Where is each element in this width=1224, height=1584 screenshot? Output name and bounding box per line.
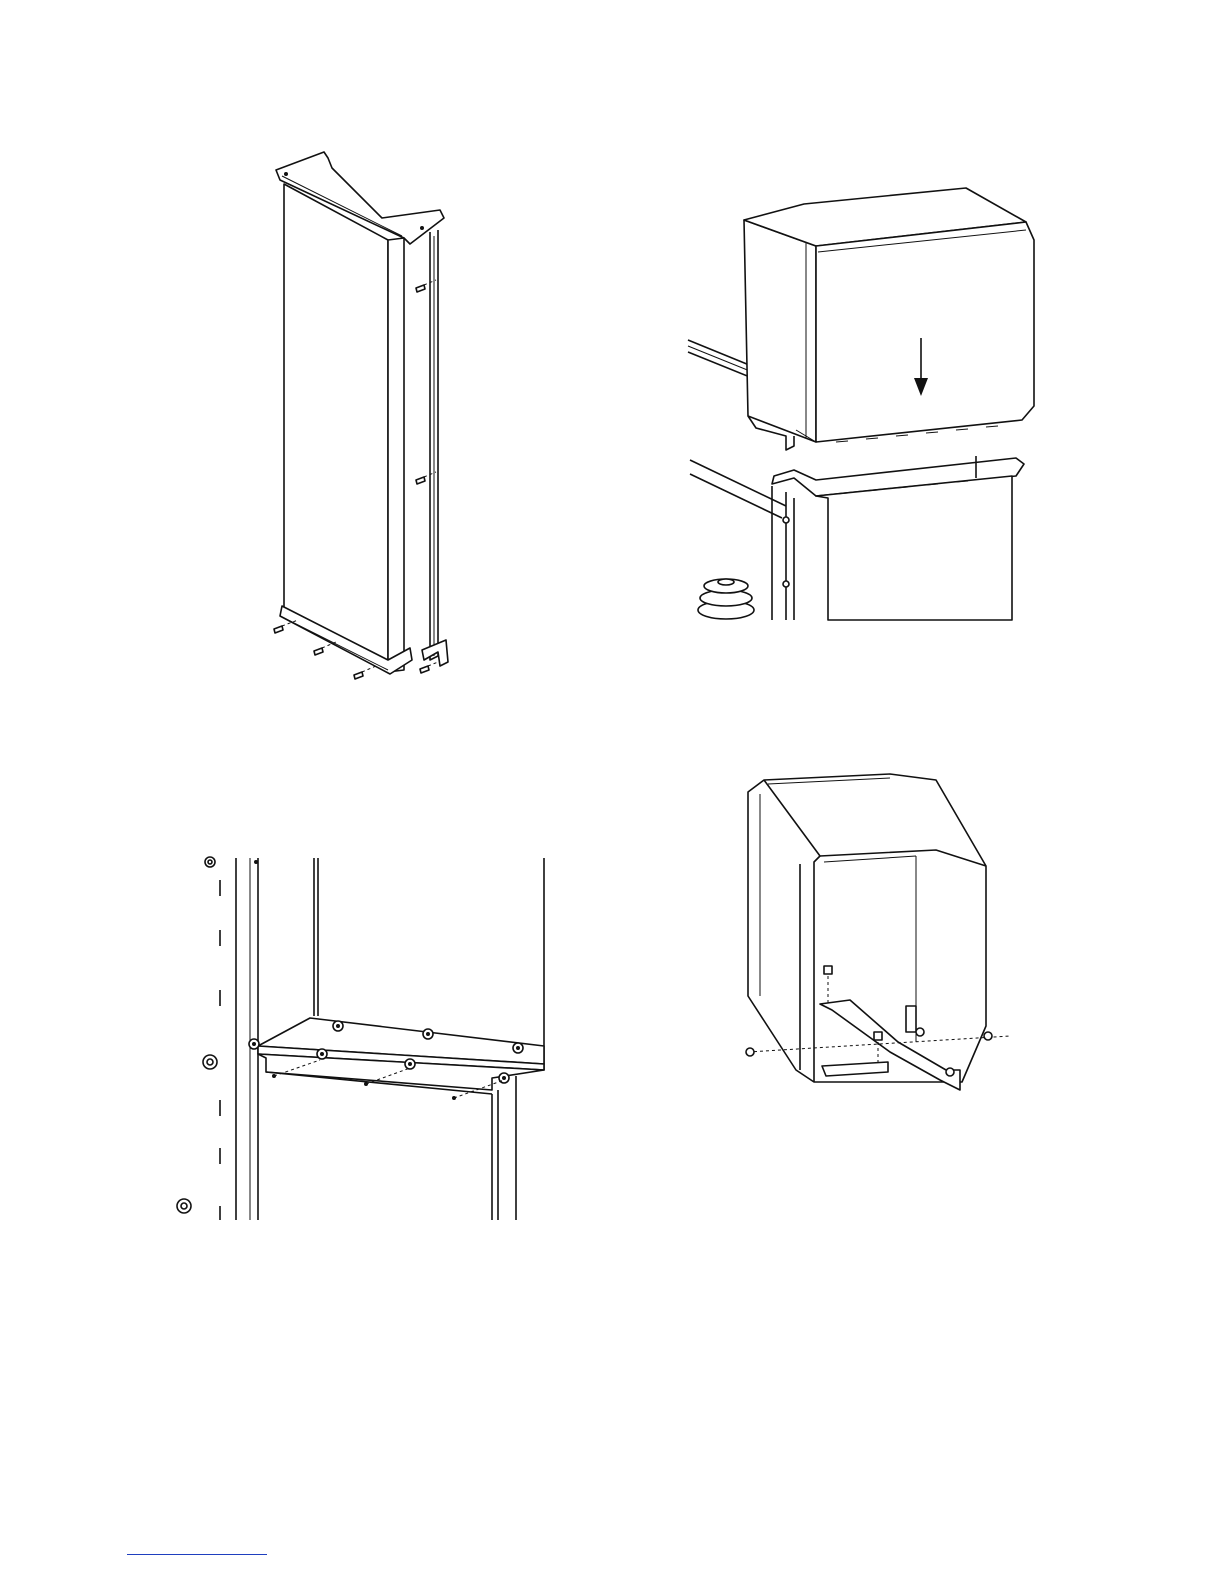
nut-icon [946,1068,954,1076]
screw-icon [420,662,438,673]
side-panel-drawing [262,140,462,690]
pulley-icon [698,579,754,619]
screw-icon [354,666,376,679]
bolt-icon [513,1043,523,1053]
hood-drawing [740,770,1020,1120]
bolt-icon [333,1021,343,1031]
bolt-icon [405,1059,415,1069]
figure-bracket-fastening [170,850,550,1220]
bolt-icon [423,1029,433,1039]
footer-rule [127,1554,267,1555]
figure-enclosure-hood [740,770,1020,1120]
bolt-icon [317,1049,327,1059]
bracket-drawing [170,850,550,1220]
screw-icon [416,472,436,484]
figure-side-panel-assembly [262,140,462,690]
nut-icon [916,1028,924,1036]
nut-icon [984,1032,992,1040]
nut-icon [746,1048,754,1056]
top-cover-drawing [686,180,1036,625]
figure-top-cover-install [686,180,1036,625]
bolt-icon [249,1039,259,1049]
screw-icon [416,280,436,292]
